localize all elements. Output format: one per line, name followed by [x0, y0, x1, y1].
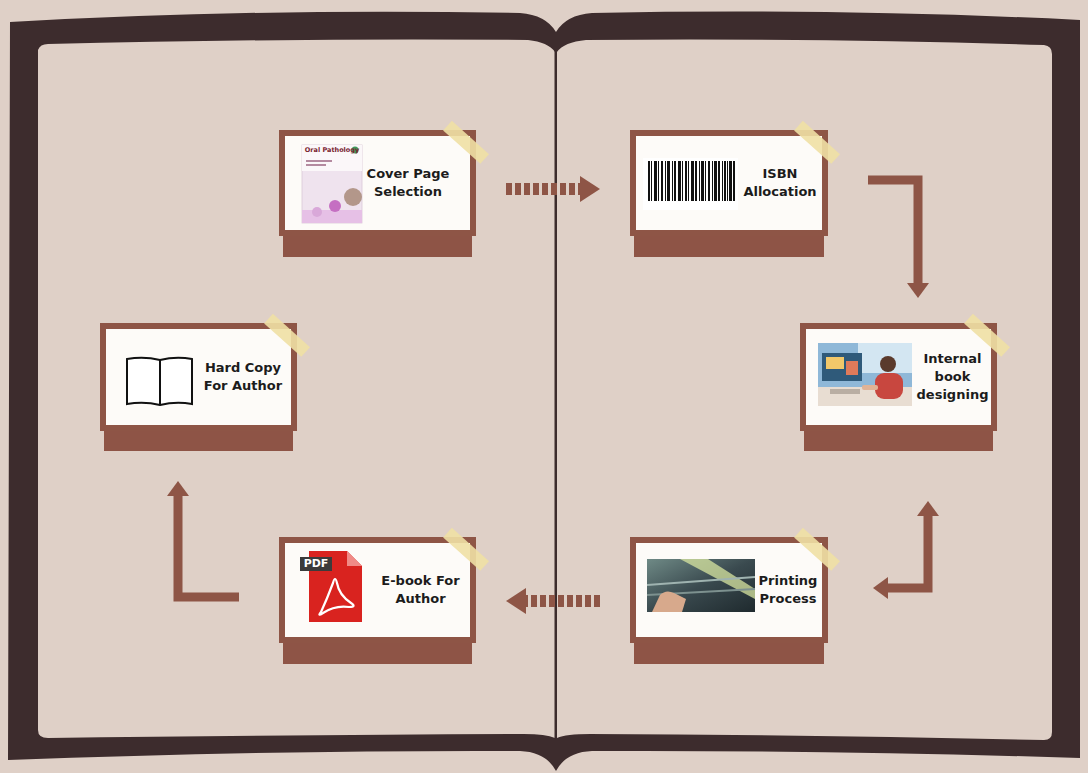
barcode-ground	[643, 158, 738, 210]
cover-cell	[344, 188, 362, 206]
right-page	[557, 40, 1052, 740]
photo-hand	[652, 591, 686, 612]
box-base	[804, 431, 993, 451]
photo-ground	[818, 343, 912, 406]
cover-line	[306, 164, 326, 166]
cover-thumbnail	[279, 130, 476, 236]
process-box: Cover Page Selection Oral Pathology	[279, 130, 476, 236]
arrow-shaft	[178, 496, 239, 597]
book-outline	[127, 358, 192, 405]
book-spine	[555, 50, 557, 738]
arrow-shaft	[868, 180, 918, 283]
process-box: Hard Copy For Author	[100, 323, 297, 431]
photo-person	[875, 373, 903, 399]
arrow-head	[873, 577, 888, 599]
tape	[264, 314, 310, 357]
text-group: Printing Process	[754, 572, 822, 608]
barcode	[630, 130, 828, 236]
photo-monitor	[822, 353, 862, 381]
box-base	[283, 236, 472, 257]
arrow-head	[917, 501, 939, 516]
box-label: E-book For Author	[371, 572, 470, 608]
photo-screen	[846, 361, 858, 375]
tape	[794, 121, 840, 164]
cover-title: Oral Pathology	[303, 146, 361, 155]
text-group: Cover Page Selection	[363, 165, 453, 201]
text-group: E-book For Author	[371, 572, 470, 608]
arrow-head	[506, 588, 526, 614]
photo-arm	[862, 385, 878, 390]
box-base	[634, 236, 824, 257]
cover-band	[302, 210, 362, 223]
pdf-tag	[300, 557, 332, 571]
book-icon	[100, 323, 297, 431]
tape	[443, 528, 489, 571]
box-base	[283, 643, 472, 664]
cover-title-area	[302, 145, 362, 171]
process-box: Printing Process	[630, 537, 828, 643]
photo-window	[858, 343, 912, 373]
arrow-head	[167, 481, 189, 496]
box-label: ISBN Allocation	[738, 165, 822, 201]
cover-line	[306, 160, 332, 162]
tape	[794, 528, 840, 571]
photo-ground	[647, 559, 755, 612]
tape	[443, 121, 489, 164]
flow-arrow	[506, 176, 600, 202]
left-page	[38, 40, 555, 739]
photo-screen	[826, 357, 844, 369]
arrow-shaft	[526, 595, 600, 607]
arrow-shaft	[888, 516, 928, 588]
photo-roller	[647, 577, 755, 585]
arrow-shaft	[506, 183, 580, 195]
printing-photo	[630, 537, 828, 643]
flow-arrow	[506, 588, 600, 614]
process-box: E-book For Author PDF	[279, 537, 476, 643]
box-base	[634, 643, 824, 664]
cover-cell	[329, 200, 341, 212]
book-cover	[8, 12, 1080, 771]
arrow-head	[580, 176, 600, 202]
photo-person	[880, 356, 896, 372]
flow-arrow	[167, 481, 239, 597]
pdf-fold	[347, 551, 362, 566]
book-fold	[159, 360, 161, 405]
box-base	[104, 431, 293, 451]
process-box: ISBN Allocation	[630, 130, 828, 236]
barcode-bars	[648, 161, 735, 201]
pdf-symbol	[319, 579, 353, 615]
process-box: Internal book designing	[800, 323, 997, 431]
photo-keyboard	[830, 389, 860, 394]
box-label: Printing Process	[754, 572, 822, 608]
cover-cell	[312, 207, 322, 217]
flow-arrow	[873, 501, 939, 599]
box-label: Cover Page Selection	[363, 165, 453, 201]
text-group: ISBN Allocation	[738, 165, 822, 201]
box-label: Internal book designing	[914, 350, 991, 404]
tape	[964, 314, 1010, 357]
arrow-head	[907, 283, 929, 298]
flow-arrow	[868, 180, 929, 298]
cover-image	[302, 145, 362, 223]
pdf-tag-text: PDF	[300, 557, 332, 571]
text-group: Hard Copy For Author	[196, 359, 290, 395]
box-label: Hard Copy For Author	[196, 359, 290, 395]
text-group: Internal book designing	[914, 350, 991, 404]
pdf-icon	[279, 537, 476, 643]
